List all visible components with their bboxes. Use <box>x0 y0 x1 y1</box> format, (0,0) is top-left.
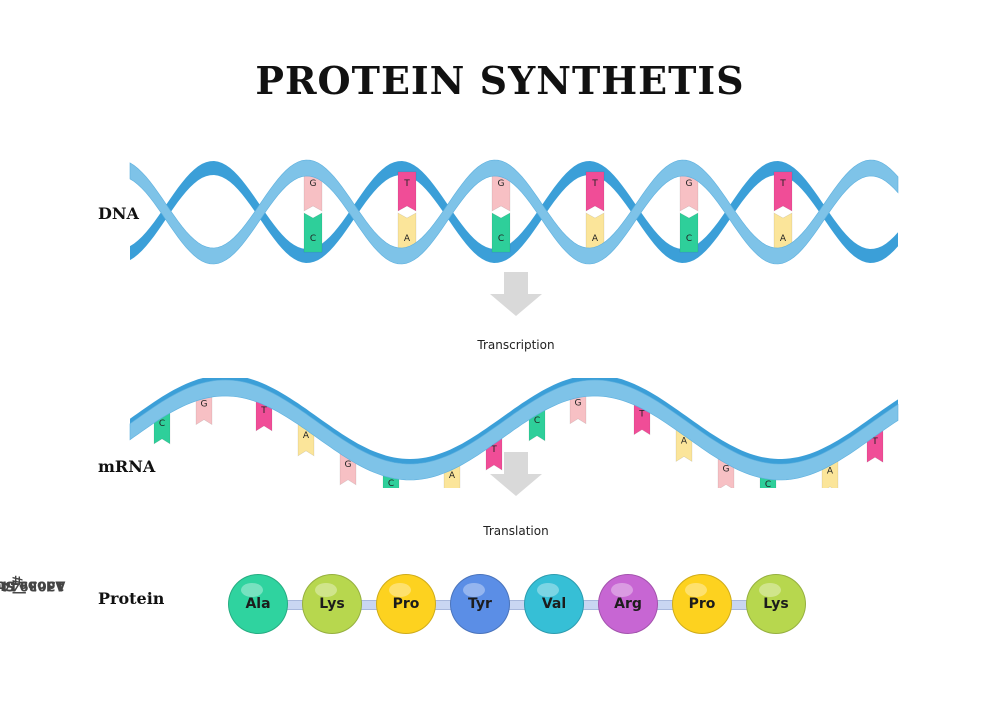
svg-text:G: G <box>498 179 505 189</box>
dna-base-bottom-3: A <box>397 212 417 253</box>
stock-id: Adobe Stock | #1303944624 <box>0 470 65 700</box>
svg-text:C: C <box>498 234 504 244</box>
svg-text:A: A <box>592 234 599 244</box>
amino-acid-pro-2: Pro <box>376 574 436 634</box>
peptide-bond-2 <box>432 600 454 610</box>
translation-label: Translation <box>483 524 549 538</box>
svg-text:T: T <box>403 179 410 189</box>
svg-text:C: C <box>686 234 692 244</box>
dna-base-top-7: T <box>585 171 605 212</box>
peptide-bond-6 <box>728 600 750 610</box>
amino-acid-label: Pro <box>392 596 420 612</box>
amino-acid-label: Pro <box>688 596 716 612</box>
amino-acid-lys-7: Lys <box>746 574 806 634</box>
svg-text:C: C <box>765 480 771 488</box>
dna-base-bottom-7: A <box>585 212 605 253</box>
peptide-bond-5 <box>654 600 676 610</box>
amino-acid-val-4: Val <box>524 574 584 634</box>
amino-acid-label: Arg <box>614 596 642 612</box>
peptide-bond-4 <box>580 600 602 610</box>
dna-base-bottom-1: C <box>303 212 323 253</box>
dna-helix: G C T A G C T A G C T A <box>129 159 899 265</box>
peptide-bond-3 <box>506 600 528 610</box>
amino-acid-label: Val <box>541 596 567 612</box>
svg-text:G: G <box>575 399 582 409</box>
amino-acid-arg-5: Arg <box>598 574 658 634</box>
mrna-strand: C G T A G C A T C G T A G C A T <box>129 378 899 488</box>
transcription-label: Transcription <box>477 338 555 352</box>
amino-acid-pro-6: Pro <box>672 574 732 634</box>
dna-base-top-3: T <box>397 171 417 212</box>
peptide-bond-0 <box>284 600 306 610</box>
dna-base-bottom-9: C <box>679 212 699 253</box>
svg-text:T: T <box>490 445 497 455</box>
dna-back-strand <box>130 161 898 263</box>
svg-text:T: T <box>260 406 267 416</box>
amino-acid-tyr-3: Tyr <box>450 574 510 634</box>
dna-label: DNA <box>98 204 139 223</box>
svg-text:A: A <box>780 234 787 244</box>
page-title: PROTEIN SYNTHETIS <box>255 58 745 103</box>
dna-base-bottom-11: A <box>773 212 793 253</box>
amino-acid-ala-0: Ala <box>228 574 288 634</box>
dna-base-top-11: T <box>773 171 793 212</box>
svg-text:G: G <box>686 179 693 189</box>
amino-acid-label: Lys <box>763 596 789 612</box>
svg-text:G: G <box>310 179 317 189</box>
stock-number: 1303944624 <box>0 577 65 593</box>
amino-acid-label: Tyr <box>468 596 492 612</box>
svg-text:A: A <box>404 234 411 244</box>
peptide-bond-1 <box>358 600 380 610</box>
svg-text:T: T <box>871 437 878 447</box>
svg-text:C: C <box>388 479 394 488</box>
mrna-strand-ribbon <box>129 379 899 481</box>
protein-label: Protein <box>98 589 165 608</box>
amino-acid-lys-1: Lys <box>302 574 362 634</box>
dna-base-bottom-5: C <box>491 212 511 253</box>
amino-acid-label: Ala <box>245 596 271 612</box>
svg-text:A: A <box>681 437 688 447</box>
dna-front-strand <box>129 159 899 265</box>
svg-text:T: T <box>638 410 645 420</box>
svg-text:T: T <box>591 179 598 189</box>
amino-acid-label: Lys <box>319 596 345 612</box>
svg-text:G: G <box>345 460 352 470</box>
svg-text:G: G <box>201 400 208 410</box>
svg-text:G: G <box>723 465 730 475</box>
svg-text:A: A <box>827 467 834 477</box>
svg-text:A: A <box>449 471 456 481</box>
svg-text:C: C <box>159 419 165 429</box>
svg-text:C: C <box>310 234 316 244</box>
svg-text:C: C <box>534 416 540 426</box>
svg-text:T: T <box>779 179 786 189</box>
mrna-label: mRNA <box>98 457 156 476</box>
svg-text:A: A <box>303 431 310 441</box>
